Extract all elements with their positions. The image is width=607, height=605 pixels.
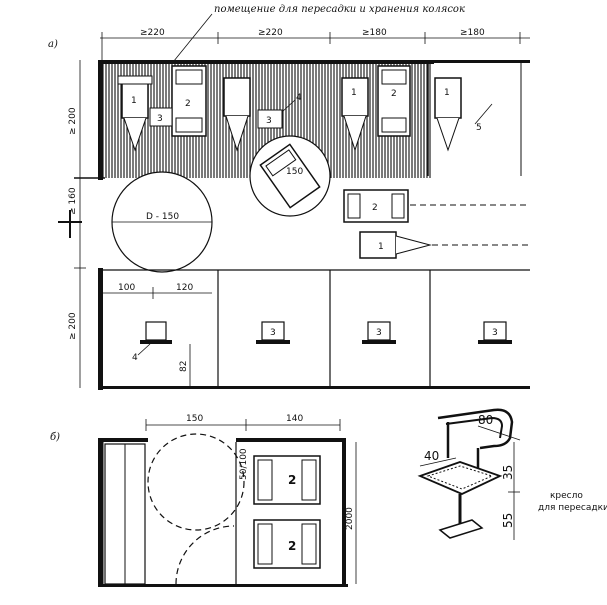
svg-text:120: 120 — [176, 283, 193, 293]
cabin-seat-3c: 3 — [478, 321, 512, 344]
cabin-width-dims: 100 120 — [103, 283, 212, 299]
svg-text:1: 1 — [378, 242, 384, 252]
svg-text:100: 100 — [118, 283, 135, 293]
svg-text:80: 80 — [478, 413, 493, 427]
chair-caption-line1: кресло — [550, 491, 583, 501]
svg-text:3: 3 — [492, 328, 498, 338]
dim-180-a: ≥180 — [362, 28, 387, 38]
part-b-dims-top: 150 140 — [145, 414, 341, 431]
svg-text:3: 3 — [270, 328, 276, 338]
svg-text:140: 140 — [286, 414, 303, 424]
part-b-label: б) — [50, 432, 60, 443]
svg-text:≥ 160: ≥ 160 — [68, 187, 78, 215]
svg-text:3: 3 — [157, 114, 163, 124]
svg-text:2: 2 — [288, 539, 296, 553]
svg-text:2: 2 — [372, 203, 378, 213]
dim-50-100: 50/100 — [239, 448, 249, 480]
west-wall-bottom — [98, 268, 103, 390]
dim-220-a: ≥220 — [140, 28, 165, 38]
cabin-seat-3a: 3 — [256, 321, 290, 344]
turn-dim-150: 150 — [286, 167, 303, 177]
svg-text:150: 150 — [186, 414, 203, 424]
dim-180-b: ≥180 — [460, 28, 485, 38]
dim-220-b: ≥220 — [258, 28, 283, 38]
svg-text:1: 1 — [351, 88, 357, 98]
svg-text:40: 40 — [424, 449, 439, 463]
cabin-seat-3b: 3 — [362, 321, 396, 344]
wheelchair-moving-1: 1 — [359, 231, 530, 259]
svg-text:D - 150: D - 150 — [146, 212, 179, 222]
north-wall — [100, 60, 434, 64]
svg-text:2: 2 — [185, 99, 191, 109]
wheelchair-1a: 1 — [117, 75, 153, 152]
room-annotation: помещение для пересадки и хранения коляс… — [214, 4, 465, 15]
svg-text:1: 1 — [131, 96, 137, 106]
label-4-top: 4 — [296, 93, 302, 103]
label-5: 5 — [476, 123, 482, 133]
svg-text:4: 4 — [132, 353, 138, 363]
svg-text:1: 1 — [444, 88, 450, 98]
chair-3a: 3 — [149, 107, 173, 127]
cabin-seat-4: 4 82 — [132, 321, 191, 386]
part-b-height-dim: 2000 — [345, 442, 357, 584]
wheelchair-2b: 2 — [377, 65, 411, 137]
part-b-room — [98, 438, 348, 587]
west-wall-top — [98, 60, 103, 180]
wheelchair-moving-2: 2 — [343, 189, 530, 223]
wheelchair-b-bottom: 2 — [253, 519, 321, 569]
door-swing-arc — [175, 525, 235, 585]
svg-text:2000: 2000 — [345, 507, 355, 530]
svg-text:35: 35 — [501, 465, 515, 480]
svg-text:3: 3 — [266, 116, 272, 126]
wheelchair-b-top: 2 — [253, 455, 321, 505]
svg-text:3: 3 — [376, 328, 382, 338]
wheelchair-blank-a — [223, 77, 251, 152]
svg-text:2: 2 — [391, 89, 397, 99]
top-dimension-chain: ≥220 ≥220 ≥180 ≥180 — [100, 28, 530, 60]
wheelchair-1b: 1 — [341, 77, 369, 152]
dim-82: 82 — [179, 361, 189, 372]
chair-caption-line2: для пересадки — [538, 503, 607, 513]
corridor-turning-circle: D - 150 — [111, 171, 213, 273]
part-b-turning-circle — [147, 433, 245, 531]
turning-circle-wheelchair: 150 — [249, 135, 331, 217]
svg-text:≥ 200: ≥ 200 — [68, 312, 78, 340]
transfer-chair-sketch: 80 40 35 55 — [417, 408, 521, 540]
svg-text:2: 2 — [288, 473, 296, 487]
part-a-label: а) — [48, 39, 58, 50]
wheelchair-1c: 1 5 — [434, 77, 493, 152]
south-wall — [100, 386, 530, 389]
entrance-arrow-icon — [58, 210, 82, 238]
left-dimension-chain: ≥ 200 ≥ 160 ≥ 200 — [68, 60, 86, 388]
svg-text:≥ 200: ≥ 200 — [68, 107, 78, 135]
chair-3b: 3 4 — [257, 93, 302, 129]
svg-text:55: 55 — [501, 513, 515, 528]
wheelchair-2a: 2 — [171, 65, 207, 137]
north-wall-right — [432, 60, 530, 63]
